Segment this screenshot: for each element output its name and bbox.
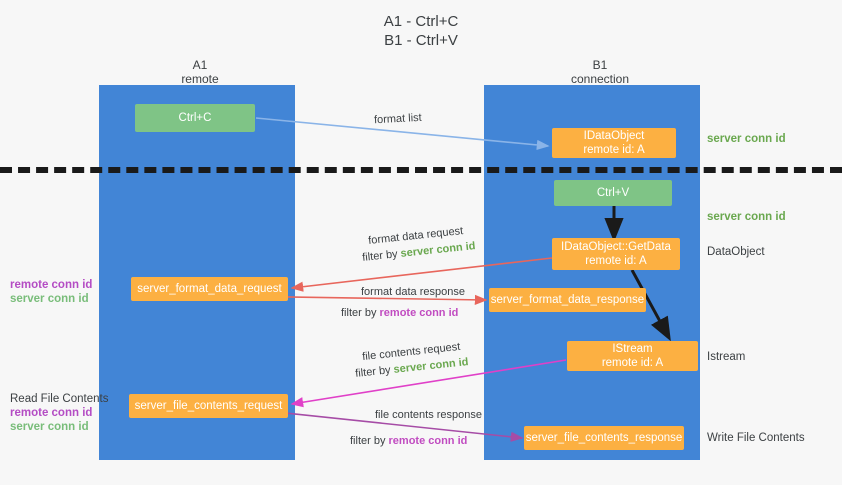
filter-prefix-3: filter by (354, 363, 395, 380)
horizontal-divider (0, 167, 842, 173)
filter-prefix-1: filter by (361, 247, 402, 264)
left-label-remote-conn-id-format: remote conn id (10, 279, 93, 291)
box-ctrl-c[interactable]: Ctrl+C (135, 104, 255, 132)
left-label-format-conn-ids: remote conn id server conn id (10, 278, 92, 306)
filter-key-4: remote conn id (388, 435, 468, 447)
side-label-server-conn-id-mid: server conn id (707, 211, 786, 223)
side-label-server-conn-id-top: server conn id (707, 133, 786, 145)
edge-label-file-contents-response: file contents response (375, 409, 483, 421)
side-label-write-file-contents: Write File Contents (707, 432, 805, 444)
left-label-server-conn-id-format: server conn id (10, 293, 89, 305)
lane-header-b1: B1 connection (570, 58, 630, 86)
left-label-server-conn-id-file: server conn id (10, 421, 89, 433)
edge-label-format-data-response: format data response (361, 286, 465, 298)
box-idataobject[interactable]: IDataObject remote id: A (552, 128, 676, 158)
lane-header-a1: A1 remote (181, 58, 219, 86)
left-label-read-file-contents: Read File Contents (10, 393, 109, 405)
filter-key-2: remote conn id (379, 307, 459, 319)
box-server-format-data-response[interactable]: server_format_data_response (489, 288, 646, 312)
side-label-istream: Istream (707, 351, 746, 363)
box-istream[interactable]: IStream remote id: A (567, 341, 698, 371)
side-label-dataobject: DataObject (707, 246, 765, 258)
left-label-remote-conn-id-file: remote conn id (10, 407, 93, 419)
box-server-file-contents-request[interactable]: server_file_contents_request (129, 394, 288, 418)
box-server-format-data-request[interactable]: server_format_data_request (131, 277, 288, 301)
edge-label-format-data-response-filter: filter by remote conn id (341, 306, 458, 320)
page-title: A1 - Ctrl+C B1 - Ctrl+V (383, 13, 459, 49)
left-label-file-conn-ids: Read File Contents remote conn id server… (10, 392, 108, 434)
box-ctrl-v[interactable]: Ctrl+V (554, 180, 672, 206)
edge-label-file-contents-response-filter: filter by remote conn id (350, 434, 467, 448)
box-idataobject-getdata[interactable]: IDataObject::GetData remote id: A (552, 238, 680, 270)
filter-prefix-4: filter by (350, 435, 389, 447)
box-server-file-contents-response[interactable]: server_file_contents_response (524, 426, 684, 450)
filter-prefix-2: filter by (341, 307, 380, 319)
edge-label-format-list: format list (373, 111, 422, 127)
